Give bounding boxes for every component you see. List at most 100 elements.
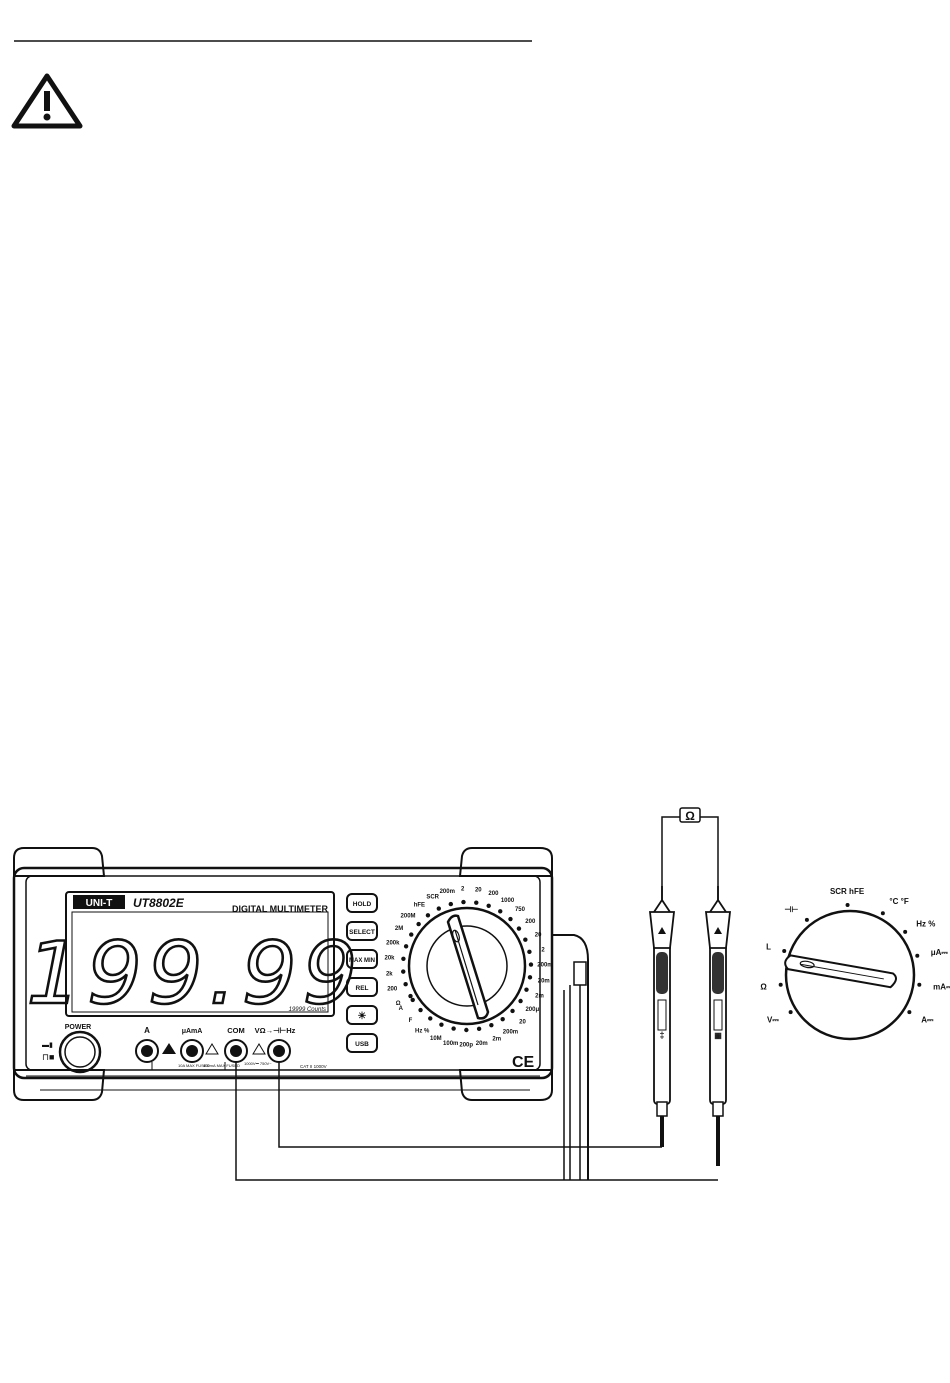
jack-v-ohm-hz[interactable]: VΩ→⊣⊢Hz [255,1025,296,1063]
small-dial-detent [782,949,787,954]
small-dial-label: Hz % [916,919,935,928]
dial-detent [428,1016,433,1021]
select-button[interactable]: SELECT [346,921,378,941]
small-dial-label: mA⎓ [933,983,950,992]
dial-range-label: 200M [401,913,416,919]
dial-detent [518,998,523,1004]
svg-text:400mA MAX FUSED: 400mA MAX FUSED [203,1063,240,1068]
dial-range-label: 2M [395,926,403,932]
com-warning-icon [252,1043,266,1055]
dial-detent [489,1022,494,1028]
small-dial-label: A⎓ [921,1016,934,1025]
dial-range-label: F [409,1018,413,1024]
dial-detent [401,969,406,974]
function-dial-detail: ⊣⊢SCR hFE°C °FHz %μA⎓mA⎓A⎓V⎓ΩL [760,887,950,1041]
small-dial-label: ⊣⊢ [784,904,798,914]
dial-detent [464,1027,469,1033]
svg-text:MAX MIN: MAX MIN [349,958,375,964]
dial-range-label: 20m [538,978,550,984]
svg-text:SELECT: SELECT [349,929,375,936]
dial-detent [527,975,533,980]
probe-resistor-circuit: Ω [661,807,719,900]
power-button[interactable]: POWER ▬▮ ⊓■ [42,1024,102,1074]
small-dial-detent [917,982,922,987]
svg-text:μAmA: μAmA [182,1028,203,1035]
small-dial-detents [778,903,922,1015]
dial-range-label: hFE [414,903,425,909]
dial-detent [401,956,406,962]
jack-a[interactable]: A [135,1026,159,1063]
dial-detent [500,1016,505,1022]
input-jacks: A μAmA COM VΩ→⊣⊢Hz 10A MAX FUSED 400mA M… [135,1025,327,1071]
backlight-button[interactable]: ☀ [346,1005,378,1025]
small-dial-detent [804,917,809,922]
dial-detent [486,903,491,908]
jack-uama[interactable]: μAmA [180,1028,204,1063]
fuse-warning-icon [205,1043,219,1055]
jack-warning-icon [162,1043,176,1054]
ce-mark: CE [512,1054,535,1071]
svg-text:COM: COM [227,1026,245,1035]
power-label: POWER [65,1024,91,1031]
black-probe-mark: ‡ [659,1030,664,1040]
dial-range-label: 200p [459,1042,473,1048]
dial-range-label: 200μ [525,1007,539,1013]
usb-button[interactable]: USB [346,1033,378,1053]
svg-text:REL: REL [356,985,369,992]
dial-range-label: 1000 [501,898,515,904]
jack-com[interactable]: COM [224,1026,248,1063]
hold-button[interactable]: HOLD [346,893,378,913]
dial-detent [498,909,503,914]
svg-text:10A MAX FUSED: 10A MAX FUSED [178,1063,209,1068]
small-dial-detent [903,929,908,934]
power-on-icon: ▬▮ [42,1042,53,1049]
dial-range-label: 200 [488,891,499,897]
small-dial-detent [845,903,850,908]
svg-text:1000V⎓ 750V~: 1000V⎓ 750V~ [244,1061,272,1066]
dial-detents [401,899,534,1033]
dial-range-label: 20 [535,932,542,938]
svg-text:HOLD: HOLD [353,901,372,908]
dial-range-label: Ω [396,1001,401,1007]
dial-detent [524,987,529,992]
small-dial-label: Ω [760,983,767,992]
black-test-probe[interactable]: ‡ [648,886,676,1147]
dial-detent [516,926,522,931]
dial-range-label: A [399,1006,404,1012]
small-dial-detent [778,982,783,987]
resistor-symbol: Ω [679,807,701,823]
dial-detent [425,913,431,918]
dial-detent [403,944,409,949]
dial-detent [474,900,479,905]
brand-label: UNI-T [86,898,113,909]
small-dial-detent [880,911,885,916]
counts-label: 19999 Counts [289,1007,326,1013]
svg-text:CAT II 1000V: CAT II 1000V [300,1064,327,1069]
red-test-probe[interactable]: ▦ [704,886,732,1166]
dial-detent [528,962,534,967]
dial-range-label: 20m [476,1041,488,1047]
dial-range-label: 20 [475,887,482,893]
small-dial-detent [788,1010,793,1015]
dial-detent [448,901,454,907]
small-dial-detent [915,953,920,958]
model-label: UT8802E [133,896,185,910]
rel-button[interactable]: REL [346,977,378,997]
dial-detent [523,937,528,942]
dial-range-label: Hz % [415,1028,430,1034]
dial-range-label: 200k [386,940,400,946]
dial-detent [510,1008,515,1014]
test-lead-wires [235,1062,718,1181]
warning-triangle-icon [11,73,83,129]
dial-range-label: 2m [535,993,544,999]
dial-detent [527,949,532,955]
dial-detent [508,916,513,922]
dial-range-label: 2k [386,971,393,977]
dial-detent [439,1022,444,1027]
max-min-button[interactable]: MAX MIN [346,949,378,969]
dial-range-label: 750 [515,907,526,913]
ohm-icon: Ω [685,809,695,823]
